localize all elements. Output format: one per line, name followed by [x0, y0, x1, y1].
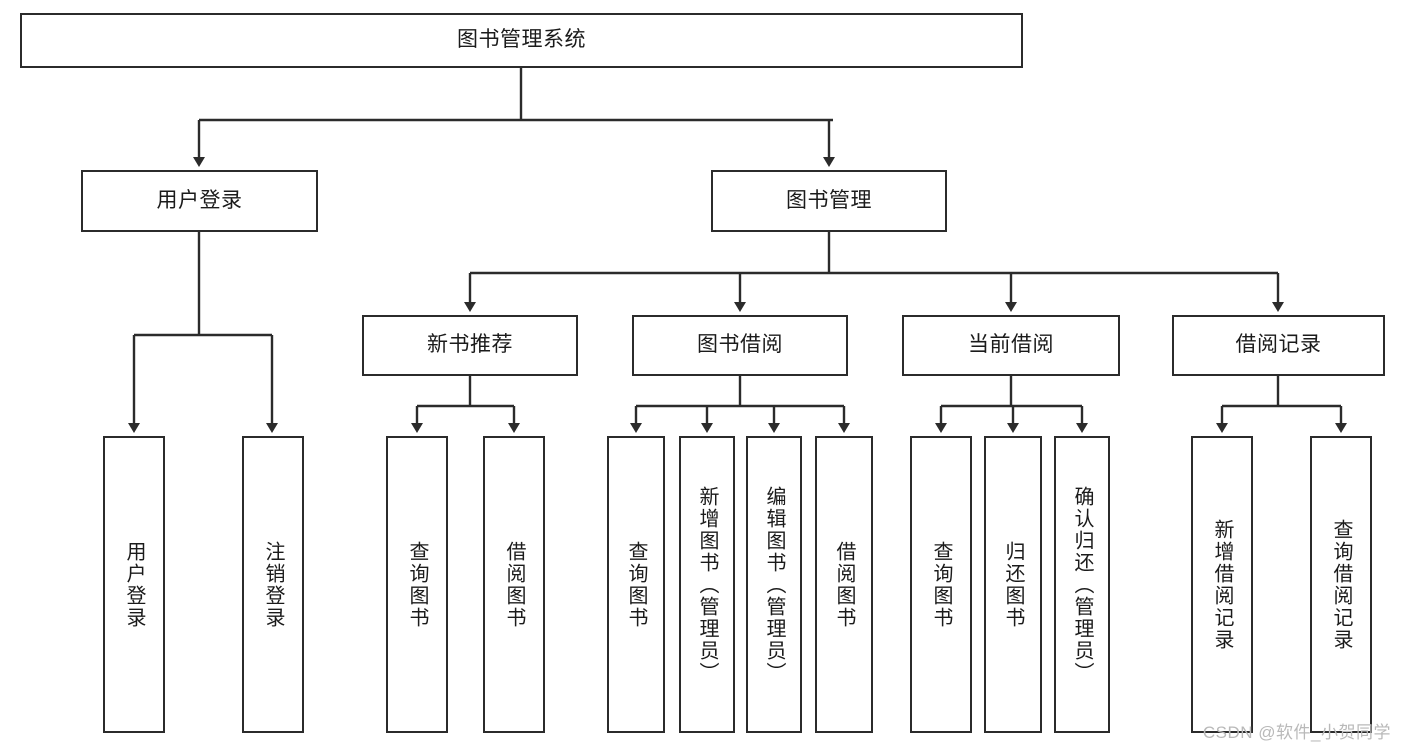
node-leaf-add-book[interactable]: 新增图书（管理员）	[679, 436, 735, 733]
node-leaf-query-book-c-label: 查询图书	[930, 540, 952, 629]
node-leaf-query-book-a[interactable]: 查询图书	[386, 436, 448, 733]
node-leaf-user-login[interactable]: 用户登录	[103, 436, 165, 733]
node-leaf-borrow-book-a[interactable]: 借阅图书	[483, 436, 545, 733]
node-new-book-rec[interactable]: 新书推荐	[362, 315, 578, 376]
node-user-login[interactable]: 用户登录	[81, 170, 318, 232]
node-leaf-return-book-label: 归还图书	[1002, 540, 1024, 629]
node-user-login-label: 用户登录	[156, 188, 243, 212]
node-leaf-confirm-return[interactable]: 确认归还（管理员）	[1054, 436, 1110, 733]
node-current-borrow[interactable]: 当前借阅	[902, 315, 1120, 376]
node-leaf-user-login-label: 用户登录	[123, 540, 145, 629]
node-leaf-query-record[interactable]: 查询借阅记录	[1310, 436, 1372, 733]
node-leaf-add-record[interactable]: 新增借阅记录	[1191, 436, 1253, 733]
node-borrow-record[interactable]: 借阅记录	[1172, 315, 1385, 376]
node-leaf-confirm-return-label: 确认归还（管理员）	[1071, 485, 1093, 684]
node-leaf-query-book-b-label: 查询图书	[625, 540, 647, 629]
node-leaf-borrow-book-b-label: 借阅图书	[833, 540, 855, 629]
node-borrow-record-label: 借阅记录	[1235, 333, 1322, 357]
node-leaf-user-logout-label: 注销登录	[262, 540, 284, 629]
node-leaf-add-record-label: 新增借阅记录	[1211, 518, 1233, 651]
node-book-borrow[interactable]: 图书借阅	[632, 315, 848, 376]
node-root-label: 图书管理系统	[457, 28, 586, 52]
node-leaf-add-book-label: 新增图书（管理员）	[696, 485, 718, 684]
node-current-borrow-label: 当前借阅	[968, 333, 1054, 357]
csdn-watermark: CSDN @软件_小贺同学	[1202, 723, 1391, 742]
node-book-manage-label: 图书管理	[786, 188, 872, 212]
node-leaf-edit-book[interactable]: 编辑图书（管理员）	[746, 436, 802, 733]
node-book-borrow-label: 图书借阅	[697, 333, 783, 357]
node-book-manage[interactable]: 图书管理	[711, 170, 947, 232]
node-leaf-borrow-book-b[interactable]: 借阅图书	[815, 436, 873, 733]
node-leaf-edit-book-label: 编辑图书（管理员）	[763, 485, 785, 684]
node-leaf-query-book-b[interactable]: 查询图书	[607, 436, 665, 733]
node-new-book-rec-label: 新书推荐	[427, 333, 513, 357]
node-root[interactable]: 图书管理系统	[20, 13, 1023, 68]
node-leaf-user-logout[interactable]: 注销登录	[242, 436, 304, 733]
node-leaf-borrow-book-a-label: 借阅图书	[503, 540, 525, 629]
node-leaf-return-book[interactable]: 归还图书	[984, 436, 1042, 733]
node-leaf-query-book-a-label: 查询图书	[406, 540, 428, 629]
node-leaf-query-record-label: 查询借阅记录	[1330, 518, 1352, 651]
node-leaf-query-book-c[interactable]: 查询图书	[910, 436, 972, 733]
